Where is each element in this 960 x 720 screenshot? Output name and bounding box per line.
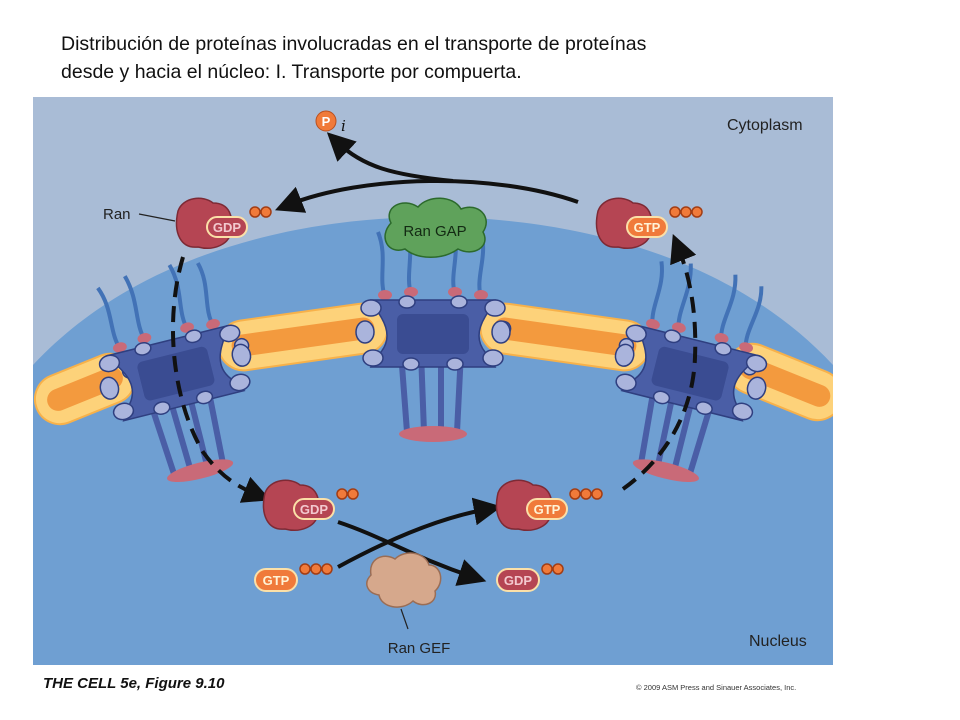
ran-gef-label: Ran GEF (388, 640, 451, 657)
pi-release-arrow (326, 132, 454, 183)
import-dashed-arrow (621, 234, 698, 491)
figure-caption: THE CELL 5e, Figure 9.10 (43, 675, 225, 692)
gdp-label: GDP (213, 220, 242, 235)
ran-label-leader (138, 213, 176, 222)
gdp-label: GDP (300, 502, 329, 517)
gtp-label: GTP (534, 502, 561, 517)
nuclear-envelope (33, 302, 833, 426)
title-line-2: desde y hacia el núcleo: I. Transporte p… (61, 61, 522, 83)
ran-gdp-icon: GDP (175, 197, 272, 249)
copyright-notice: © 2009 ASM Press and Sinauer Associates,… (636, 683, 797, 692)
ran-gtp-icon: GTP (495, 479, 603, 531)
ran-gef-protein: Ran GEF (366, 552, 451, 657)
free-gtp-icon: GTP (254, 563, 333, 592)
nucleus-label: Nucleus (749, 633, 807, 650)
gtp-label: GTP (263, 573, 290, 588)
ran-gdp-icon: GDP (262, 479, 359, 531)
cytoplasm-label: Cytoplasm (727, 117, 803, 134)
free-gdp-icon: GDP (496, 563, 564, 592)
title-line-1: Distribución de proteínas involucradas e… (61, 33, 647, 55)
slide-title: Distribución de proteínas involucradas e… (61, 30, 821, 86)
ran-gtp-icon: GTP (595, 197, 703, 249)
gtp-label: GTP (634, 220, 661, 235)
hydrolysis-arrow (274, 179, 579, 213)
phosphate-label: P (322, 114, 331, 129)
gtp-binding-arrow (337, 497, 502, 569)
ran-gap-protein: Ran GAP (384, 197, 487, 258)
ran-label: Ran (103, 206, 131, 223)
cytoplasm-region (33, 97, 833, 365)
gdp-label: GDP (504, 573, 533, 588)
phosphate-icon: P i (315, 110, 346, 135)
ran-gap-label: Ran GAP (403, 223, 466, 240)
gdp-release-arrow (337, 520, 487, 586)
ran-cycle-diagram: P i GDP Ran GTP Ran GAP Cytoplasm GDP (33, 97, 833, 665)
phosphate-subscript: i (341, 117, 346, 135)
